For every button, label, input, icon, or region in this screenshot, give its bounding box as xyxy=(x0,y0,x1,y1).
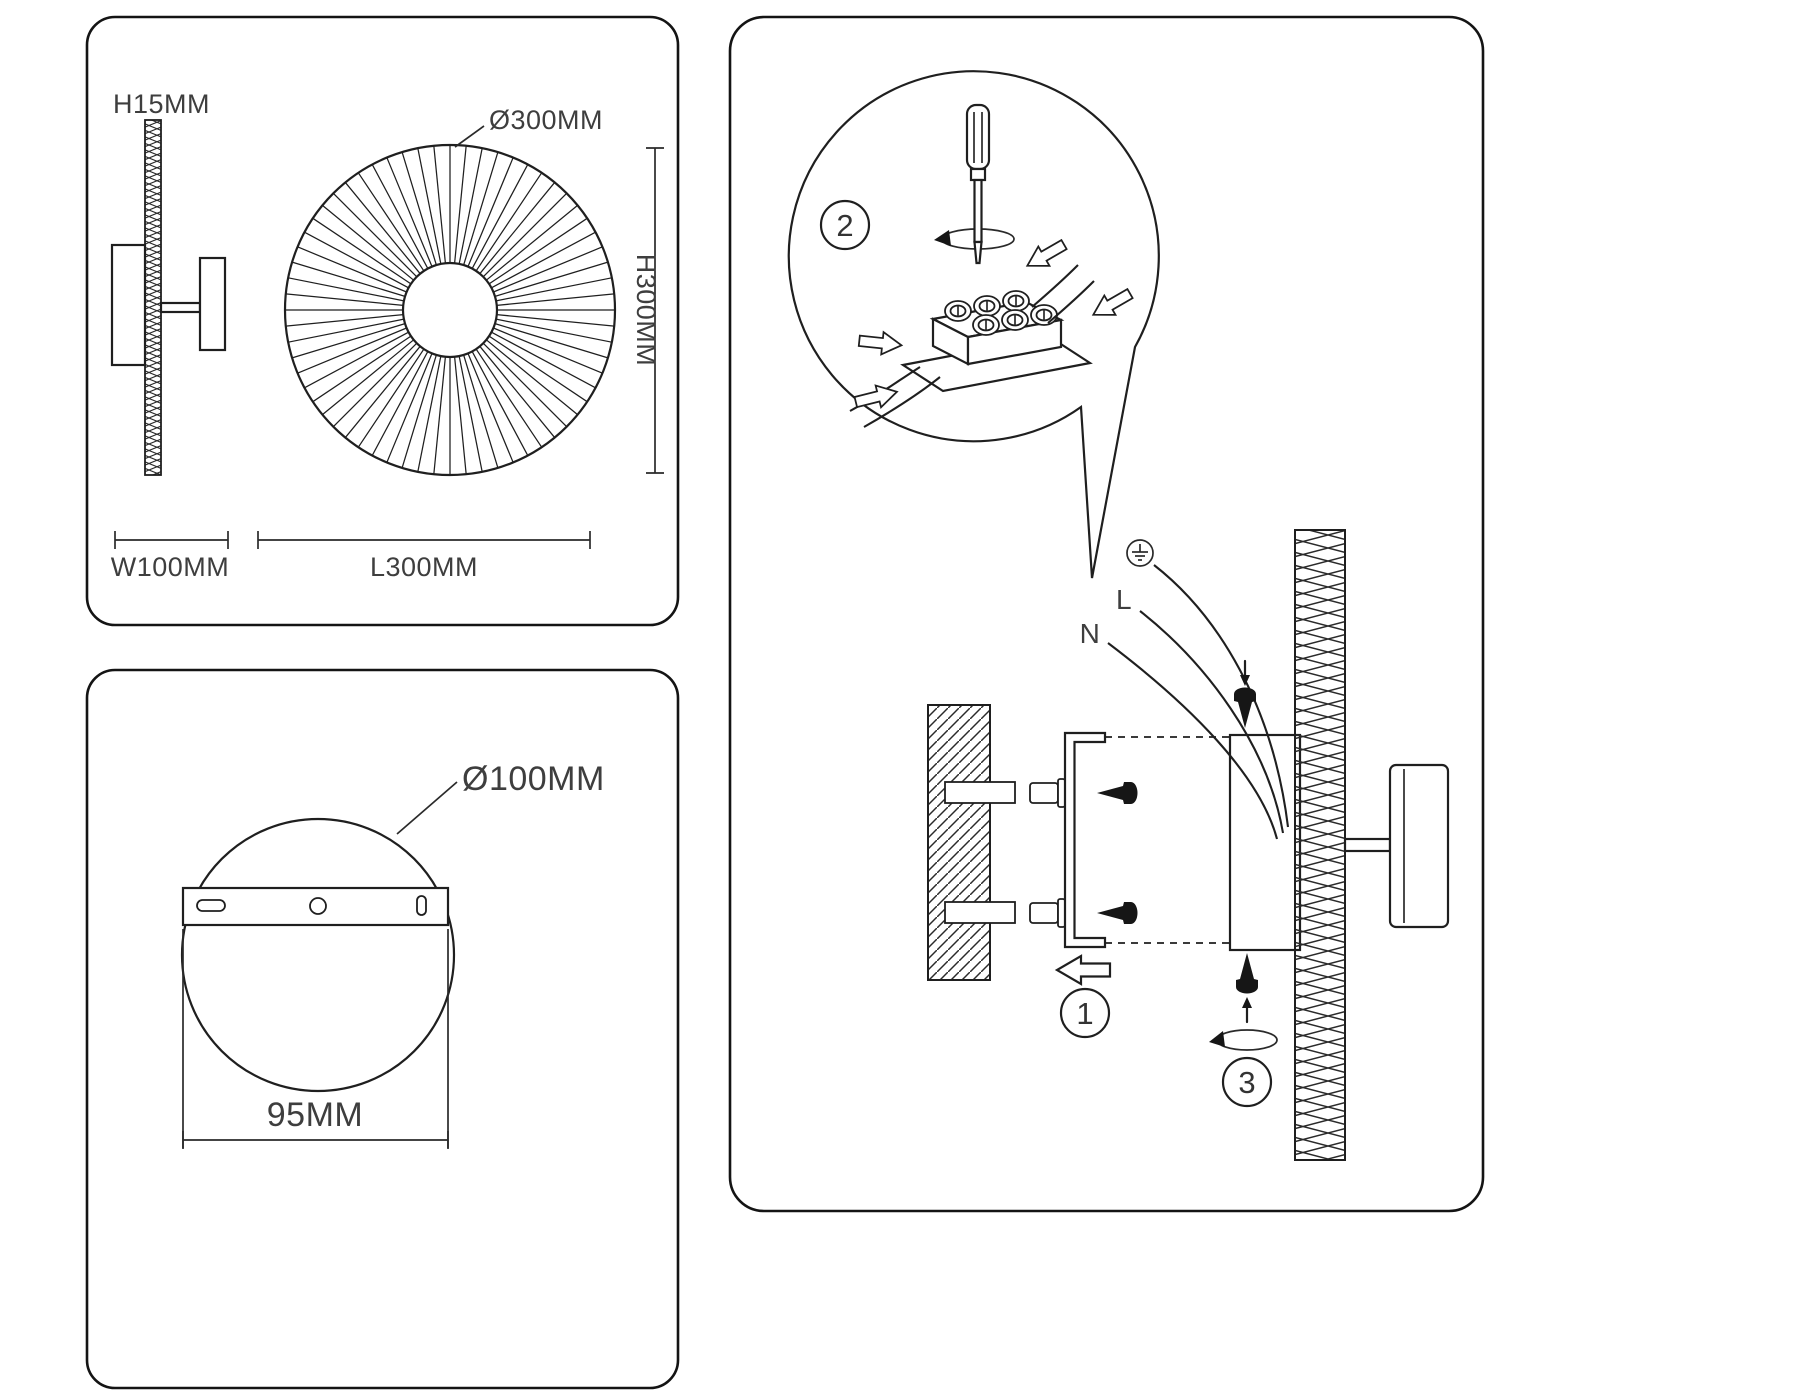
dim-diameter-100: Ø100MM xyxy=(396,760,605,835)
detail-wire xyxy=(863,376,941,428)
step-3-badge: 3 xyxy=(1221,1056,1273,1108)
wall-hatch xyxy=(927,704,991,981)
supply-wire-live xyxy=(1139,610,1285,834)
mounting-bar xyxy=(181,886,450,927)
rotate-arrowhead xyxy=(934,230,951,246)
panel-installation-steps: 2 L N xyxy=(728,15,1485,1213)
top-fixing-screw-group xyxy=(1234,659,1256,728)
dim-span-95: 95MM xyxy=(182,929,449,1149)
stem-arm xyxy=(1343,837,1392,853)
drill-hole xyxy=(944,781,1016,804)
panel-mounting-plate: Ø100MM 95MM xyxy=(85,668,680,1390)
wall-plate xyxy=(110,243,147,367)
bottom-fixing-screw-group xyxy=(1209,953,1278,1051)
wiring-detail xyxy=(849,103,1137,428)
keyhole-slot-left xyxy=(196,899,226,912)
drill-hole xyxy=(944,901,1016,924)
dim-width-100: W100MM xyxy=(111,531,230,582)
lamp-side-view xyxy=(110,119,227,476)
pleat-rays xyxy=(285,145,615,475)
wire-label-neutral: N xyxy=(1080,618,1101,649)
panel-b-border xyxy=(85,668,680,1390)
wall-section xyxy=(927,704,1066,981)
dim-length-300: L300MM xyxy=(257,531,591,582)
ground-icon xyxy=(1126,539,1154,567)
terminal-block xyxy=(900,290,1093,393)
terminal-posts xyxy=(944,290,1058,336)
svg-text:Ø300MM: Ø300MM xyxy=(489,105,603,135)
knob-body xyxy=(198,256,227,352)
supply-wire-ground xyxy=(1153,564,1290,828)
knob-body xyxy=(1388,763,1450,929)
step-1-badge: 1 xyxy=(1059,987,1111,1039)
canopy-circle xyxy=(180,817,456,1093)
svg-text:2: 2 xyxy=(836,208,853,243)
step-2-badge: 2 xyxy=(819,199,871,251)
svg-text:95MM: 95MM xyxy=(267,1096,363,1134)
stem-arm xyxy=(159,301,202,314)
svg-text:Ø100MM: Ø100MM xyxy=(462,760,605,798)
supply-wire-neutral xyxy=(1107,642,1279,840)
detail-wire xyxy=(1031,264,1079,308)
detail-wire xyxy=(1047,280,1095,324)
slot-right xyxy=(416,895,427,916)
lamp-front-view xyxy=(283,143,617,477)
svg-text:1: 1 xyxy=(1076,996,1093,1031)
panel-product-dimensions: H15MM Ø300MM H300MM W100MM L300MM xyxy=(85,15,680,627)
pleated-disc-edge xyxy=(144,119,162,476)
svg-text:3: 3 xyxy=(1238,1065,1255,1100)
mounting-bracket-side xyxy=(1063,731,1107,949)
dim-label-h15: H15MM xyxy=(113,89,210,119)
wire-label-live: L xyxy=(1116,584,1132,615)
svg-text:H300MM: H300MM xyxy=(631,254,661,367)
wall-anchor xyxy=(1029,778,1066,808)
dim-diameter-300: Ø300MM xyxy=(454,105,603,148)
pleated-disc-edge xyxy=(1294,529,1346,1161)
center-hole xyxy=(309,897,327,915)
svg-text:W100MM: W100MM xyxy=(111,552,230,582)
dim-height-300: H300MM xyxy=(631,147,664,474)
screwdriver-icon xyxy=(965,103,991,265)
wall-anchor xyxy=(1029,898,1066,928)
rotate-arrowhead xyxy=(1209,1031,1225,1047)
svg-text:L300MM: L300MM xyxy=(370,552,478,582)
panel-a-border xyxy=(85,15,680,627)
